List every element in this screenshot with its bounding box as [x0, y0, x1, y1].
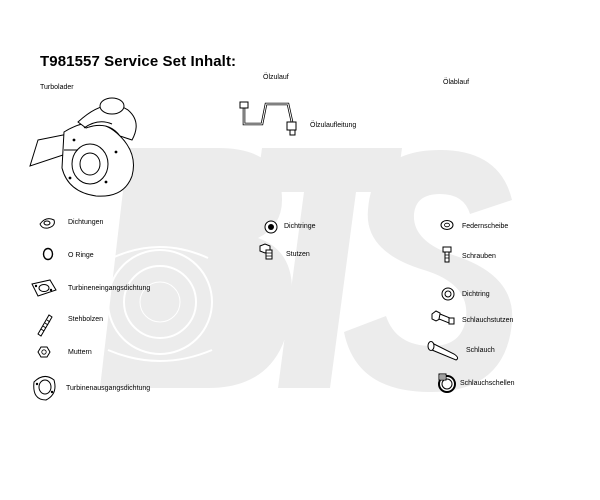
item-label-stutzen: Stutzen [286, 251, 310, 258]
turbine-outlet-gasket-icon [30, 372, 58, 402]
item-label-schlauchschellen: Schlauchschellen [460, 380, 515, 387]
turbine-inlet-gasket-icon [30, 278, 58, 298]
hose-clamp-icon [436, 372, 458, 394]
gasket-icon [38, 216, 56, 230]
item-label-oelzulaufleitung: Ölzulaufleitung [310, 122, 357, 129]
item-label-dichtringe: Dichtringe [284, 223, 316, 230]
item-label-turbinenausgangsdichtung: Turbinenausgangsdichtung [66, 385, 151, 392]
screw-icon [440, 246, 454, 264]
hose-fitting-icon [430, 308, 456, 328]
fitting-icon [258, 242, 276, 262]
sealing-ring-icon [264, 220, 278, 234]
stud-bolt-icon [34, 312, 54, 338]
section-oelablauf: Ölablauf [443, 79, 470, 86]
spring-washer-icon [440, 219, 454, 231]
seal-ring-icon [441, 287, 455, 301]
item-label-schlauchstutzen: Schlauchstutzen [462, 317, 514, 324]
item-label-dichtring: Dichtring [462, 291, 490, 298]
o-ring-icon [42, 247, 54, 261]
item-label-o-ringe: O Ringe [68, 252, 94, 259]
oil-feed-line-icon [236, 100, 302, 138]
item-label-muttern: Muttern [68, 349, 92, 356]
section-oelzulauf: Ölzulauf [263, 74, 289, 81]
item-label-turbineneingangsdichtung: Turbineneingangsdichtung [68, 285, 151, 292]
nut-icon [37, 346, 51, 358]
item-label-federnscheibe: Federnscheibe [462, 223, 509, 230]
item-label-dichtungen: Dichtungen [68, 219, 104, 226]
page-title: T981557 Service Set Inhalt: [40, 53, 237, 70]
section-turbolader: Turbolader [40, 84, 74, 91]
turbocharger-icon [24, 92, 146, 200]
item-label-schrauben: Schrauben [462, 253, 496, 260]
item-label-schlauch: Schlauch [466, 347, 495, 354]
hose-icon [424, 336, 464, 362]
item-label-stehbolzen: Stehbolzen [68, 316, 104, 323]
